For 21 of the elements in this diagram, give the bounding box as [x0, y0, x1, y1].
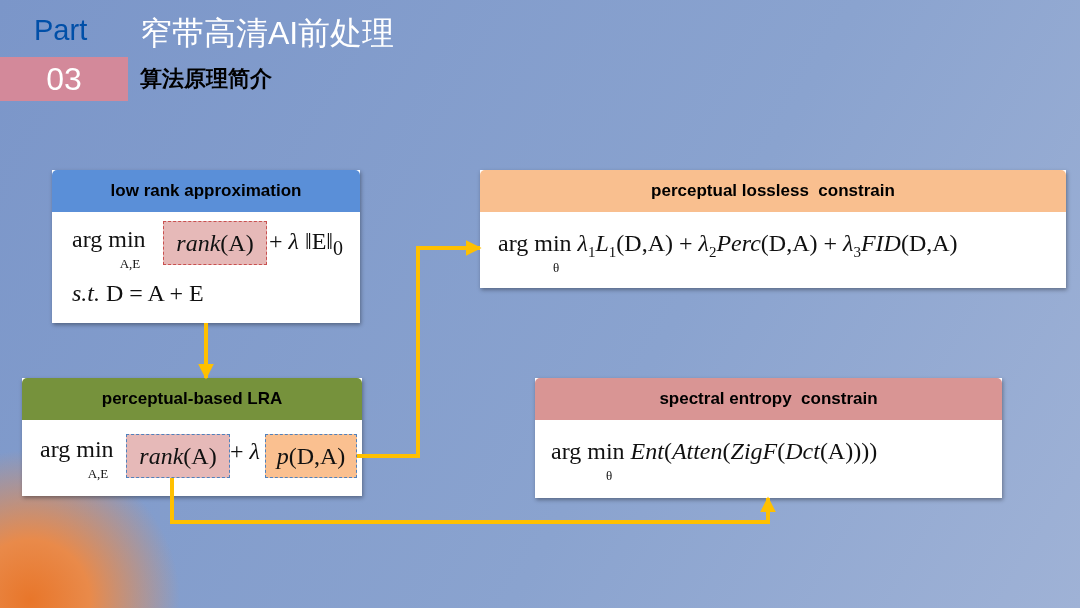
- section-number: 03: [0, 57, 128, 101]
- card-header: perceptual-based LRA: [22, 378, 362, 420]
- formula-card: [535, 378, 1002, 498]
- formula: + λ ‖E‖$_{0}$: [269, 228, 344, 260]
- arrow: [170, 478, 776, 524]
- formula: s.t. D = A + E: [72, 280, 204, 307]
- card-header: spectral entropy constrain: [535, 378, 1002, 420]
- highlighted-term: rank(A): [126, 434, 230, 478]
- formula-card: [22, 378, 362, 496]
- arrow: [198, 323, 214, 380]
- formula-card: [480, 170, 1066, 288]
- subtitle: 算法原理简介: [140, 65, 272, 93]
- card-header: perceptual lossless constrain: [480, 170, 1066, 212]
- slide-title: 窄带高清AI前处理: [140, 14, 395, 53]
- highlighted-term: p(D,A): [265, 434, 357, 478]
- formula-card: [52, 170, 360, 323]
- highlighted-term: rank(A): [163, 221, 267, 265]
- card-header: low rank approximation: [52, 170, 360, 212]
- part-label: Part: [34, 14, 88, 47]
- formula: + λ: [230, 438, 260, 465]
- arrow: [357, 240, 482, 458]
